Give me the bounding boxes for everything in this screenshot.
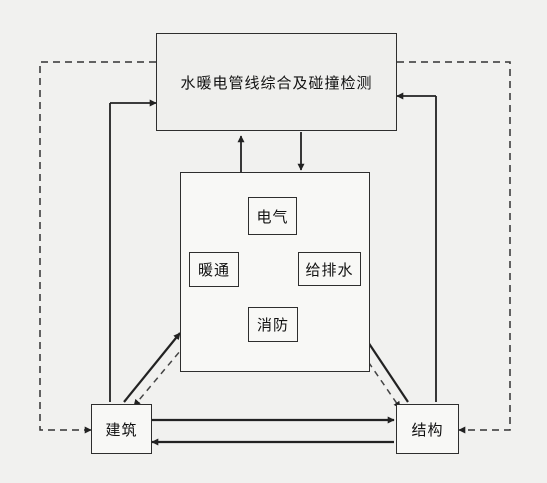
arrow-architecture-to-container xyxy=(123,332,181,403)
dashed-container-to-architecture xyxy=(133,343,187,407)
node-water: 给排水 xyxy=(298,252,361,286)
node-water-label: 给排水 xyxy=(305,260,354,279)
node-architecture: 建筑 xyxy=(91,404,152,454)
node-electric: 电气 xyxy=(248,197,297,235)
node-mep-collision-check: 水暖电管线综合及碰撞检测 xyxy=(156,33,397,131)
node-electric-label: 电气 xyxy=(256,207,289,226)
dashed-loop-left xyxy=(39,61,156,434)
node-fire: 消防 xyxy=(248,307,298,342)
node-mep-collision-check-label: 水暖电管线综合及碰撞检测 xyxy=(180,73,373,92)
node-hvac-label: 暖通 xyxy=(197,261,230,279)
node-hvac: 暖通 xyxy=(189,252,239,287)
node-fire-label: 消防 xyxy=(256,316,289,334)
dashed-loop-right xyxy=(397,61,511,434)
node-structure: 结构 xyxy=(396,404,459,454)
node-architecture-label: 建筑 xyxy=(105,420,138,439)
node-structure-label: 结构 xyxy=(411,420,444,439)
